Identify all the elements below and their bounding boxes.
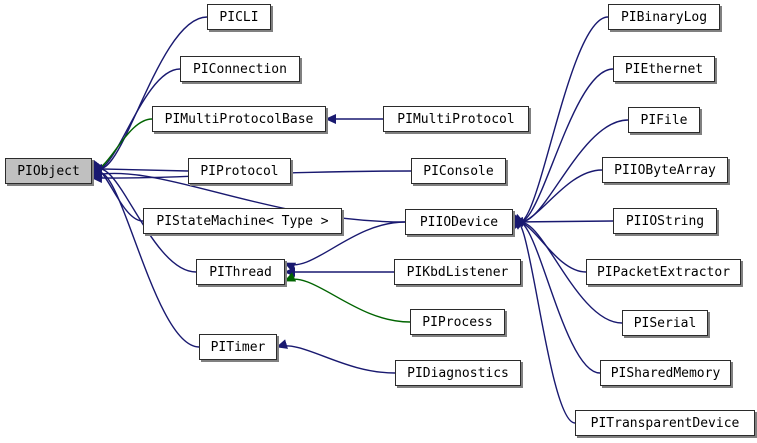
class-node-piethernet[interactable]: PIEthernet bbox=[613, 56, 715, 82]
class-node-pithread[interactable]: PIThread bbox=[196, 259, 285, 285]
class-node-label: PIMultiProtocol bbox=[397, 111, 515, 127]
class-node-piserial[interactable]: PISerial bbox=[622, 310, 708, 336]
class-node-pitimer[interactable]: PITimer bbox=[199, 334, 277, 360]
class-node-pimultiprotocol[interactable]: PIMultiProtocol bbox=[383, 106, 529, 132]
class-node-piiodevice[interactable]: PIIODevice bbox=[405, 209, 513, 235]
class-node-label: PITimer bbox=[210, 339, 266, 355]
edge-piiodevice-to-piobject bbox=[91, 168, 406, 223]
class-node-piiobytearray[interactable]: PIIOByteArray bbox=[602, 157, 728, 183]
class-node-label: PIIOString bbox=[625, 213, 705, 229]
class-node-label: PIDiagnostics bbox=[407, 365, 509, 381]
class-node-label: PICLI bbox=[219, 9, 259, 25]
class-node-label: PIThread bbox=[209, 264, 272, 280]
edge-pitransparentdevice-to-piiodevice bbox=[510, 220, 576, 424]
class-node-pimultiprotocolbase[interactable]: PIMultiProtocolBase bbox=[152, 106, 326, 132]
class-node-pifile[interactable]: PIFile bbox=[628, 107, 700, 133]
edge-piiostring-to-piiodevice bbox=[512, 216, 614, 227]
class-node-label: PIPacketExtractor bbox=[596, 264, 731, 280]
edge-piprotocol-to-piobject bbox=[91, 163, 189, 174]
edge-piprocess-to-pithread bbox=[284, 272, 411, 323]
class-node-label: PIProcess bbox=[422, 314, 493, 330]
edge-pisharedmemory-to-piiodevice bbox=[512, 217, 601, 374]
class-node-label: PIIOByteArray bbox=[614, 162, 716, 178]
class-node-piobject[interactable]: PIObject bbox=[5, 158, 92, 184]
class-node-piprotocol[interactable]: PIProtocol bbox=[188, 158, 291, 184]
class-node-label: PIFile bbox=[640, 112, 688, 128]
class-node-pistatemachine-type[interactable]: PIStateMachine< Type > bbox=[143, 208, 342, 234]
class-node-piconsole[interactable]: PIConsole bbox=[411, 158, 506, 184]
class-node-label: PISerial bbox=[633, 315, 697, 331]
class-node-label: PIProtocol bbox=[200, 163, 279, 179]
class-node-label: PITransparentDevice bbox=[590, 415, 740, 431]
class-node-label: PIObject bbox=[17, 163, 80, 179]
class-node-picli[interactable]: PICLI bbox=[207, 4, 271, 30]
class-node-label: PIBinaryLog bbox=[620, 9, 708, 25]
class-node-label: PIStateMachine< Type > bbox=[156, 213, 329, 229]
class-node-label: PIIODevice bbox=[419, 214, 499, 230]
edge-pidiagnostics-to-pitimer bbox=[276, 339, 396, 374]
class-node-pibinarylog[interactable]: PIBinaryLog bbox=[608, 4, 720, 30]
class-node-piconnection[interactable]: PIConnection bbox=[180, 56, 300, 82]
class-node-label: PIConsole bbox=[423, 163, 494, 179]
class-node-pikbdlistener[interactable]: PIKbdListener bbox=[394, 259, 521, 285]
edge-piiodevice-to-pithread bbox=[284, 221, 406, 272]
edge-piserial-to-piiodevice bbox=[512, 215, 623, 324]
class-node-label: PIEthernet bbox=[624, 61, 704, 77]
edge-pitimer-to-piobject bbox=[91, 168, 200, 348]
class-node-label: PIConnection bbox=[193, 61, 287, 77]
class-node-label: PIMultiProtocolBase bbox=[164, 111, 314, 127]
class-node-label: PIKbdListener bbox=[406, 264, 509, 280]
class-node-pitransparentdevice[interactable]: PITransparentDevice bbox=[575, 410, 755, 436]
class-node-piiostring[interactable]: PIIOString bbox=[613, 208, 717, 234]
edge-piethernet-to-piiodevice bbox=[512, 68, 614, 227]
edge-pipacketextractor-to-piiodevice bbox=[512, 213, 587, 273]
edge-piiobytearray-to-piiodevice bbox=[512, 169, 603, 230]
class-node-piprocess[interactable]: PIProcess bbox=[410, 309, 505, 335]
class-node-pisharedmemory[interactable]: PISharedMemory bbox=[600, 360, 731, 386]
class-node-label: PISharedMemory bbox=[610, 365, 721, 381]
class-node-pipacketextractor[interactable]: PIPacketExtractor bbox=[586, 259, 741, 285]
class-node-pidiagnostics[interactable]: PIDiagnostics bbox=[395, 360, 521, 386]
